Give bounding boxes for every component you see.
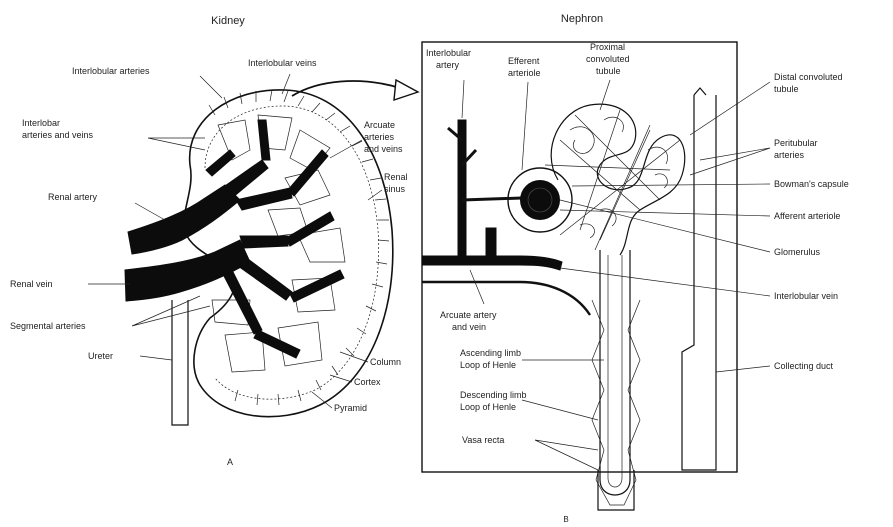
segmental-branch <box>290 270 344 302</box>
interlobular-vein-stub <box>486 228 496 256</box>
segmental-branch <box>236 188 292 210</box>
pyramid <box>218 120 250 160</box>
label-descending-1: Descending limb <box>460 390 527 400</box>
label-renal-artery: Renal artery <box>48 192 98 202</box>
label-interlobar-2: arteries and veins <box>22 130 94 140</box>
label-proximal-3: tubule <box>596 66 621 76</box>
label-arcuate-2: arteries <box>364 132 395 142</box>
label-renal-sinus-2: sinus <box>384 184 406 194</box>
label-ascending-2: Loop of Henle <box>460 360 516 370</box>
segmental-branch <box>254 330 300 358</box>
proximal-convoluted-tubule <box>551 104 685 255</box>
arrow-head-icon <box>394 80 418 100</box>
loop-of-henle-inner <box>608 255 622 487</box>
arcuate-vessel <box>422 256 562 270</box>
label-bowmans-capsule: Bowman's capsule <box>774 179 849 189</box>
interlobular-artery <box>458 120 466 256</box>
label-vasa-recta: Vasa recta <box>462 435 504 445</box>
label-interlobular-veins: Interlobular veins <box>248 58 317 68</box>
label-efferent-1: Efferent <box>508 56 540 66</box>
label-cortex: Cortex <box>354 377 381 387</box>
label-interlobular-artery-2: artery <box>436 60 460 70</box>
label-interlobular-arteries: Interlobular arteries <box>72 66 150 76</box>
segmental-branch <box>222 160 268 198</box>
label-peritubular-1: Peritubular <box>774 138 818 148</box>
collecting-duct-cap <box>694 88 706 95</box>
label-proximal-2: convoluted <box>586 54 630 64</box>
kidney-labels: Interlobular arteries Interlobular veins… <box>10 58 408 413</box>
label-collecting-duct: Collecting duct <box>774 361 834 371</box>
label-glomerulus: Glomerulus <box>774 247 821 257</box>
label-ascending-1: Ascending limb <box>460 348 521 358</box>
segmental-branch <box>206 150 235 176</box>
distal-convoluted-tubule <box>570 117 668 238</box>
label-renal-vein: Renal vein <box>10 279 53 289</box>
nephron-title: Nephron <box>561 13 603 25</box>
segmental-branch <box>258 120 270 160</box>
collecting-duct <box>682 95 716 470</box>
label-column: Column <box>370 357 401 367</box>
label-afferent-arteriole: Afferent arteriole <box>774 211 840 221</box>
label-descending-2: Loop of Henle <box>460 402 516 412</box>
segmental-branch <box>238 256 292 300</box>
label-distal-2: tubule <box>774 84 799 94</box>
segmental-branch <box>240 236 288 248</box>
label-ureter: Ureter <box>88 351 113 361</box>
label-arcuate-artery-2: and vein <box>452 322 486 332</box>
label-renal-sinus-1: Renal <box>384 172 408 182</box>
label-interlobular-artery-1: Interlobular <box>426 48 471 58</box>
kidney-title: Kidney <box>211 15 245 27</box>
panel-letter-a: A <box>227 457 233 467</box>
segmental-branch <box>288 150 328 196</box>
label-pyramid: Pyramid <box>334 403 367 413</box>
glomerulus <box>520 180 560 220</box>
ureter <box>172 300 188 425</box>
label-proximal-1: Proximal <box>590 42 625 52</box>
label-arcuate-1: Arcuate <box>364 120 395 130</box>
renal-artery <box>128 185 240 254</box>
label-arcuate-artery-1: Arcuate artery <box>440 310 497 320</box>
label-peritubular-2: arteries <box>774 150 805 160</box>
segmental-branch <box>286 212 334 246</box>
label-arcuate-3: and veins <box>364 144 403 154</box>
renal-vessels <box>125 120 344 358</box>
vasa-recta <box>592 300 640 505</box>
label-efferent-2: arteriole <box>508 68 541 78</box>
label-distal-1: Distal convoluted <box>774 72 843 82</box>
loop-of-henle <box>600 250 630 495</box>
label-interlobar-1: Interlobar <box>22 118 60 128</box>
label-interlobular-vein: Interlobular vein <box>774 291 838 301</box>
panel-letter-b: B <box>563 515 568 524</box>
kidney-panel: Kidney <box>10 15 418 467</box>
nephron-panel: Nephron <box>422 13 849 524</box>
label-segmental-arteries: Segmental arteries <box>10 321 86 331</box>
